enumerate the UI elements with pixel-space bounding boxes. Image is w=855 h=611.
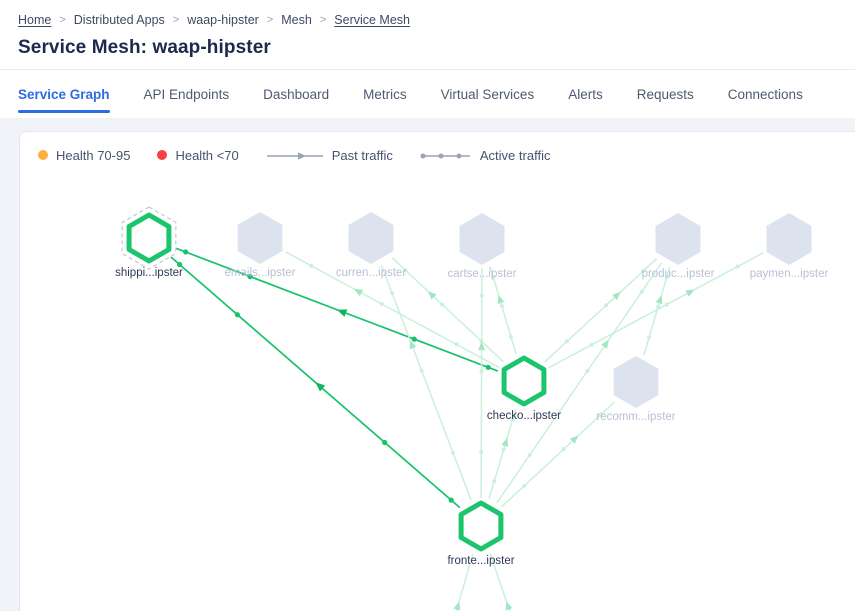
edge-checkout-email	[285, 251, 500, 369]
node-label-payment: paymen...ipster	[750, 268, 829, 280]
tab-metrics[interactable]: Metrics	[363, 87, 407, 102]
content-area: Health 70-95 Health <70 Past traffic Active…	[0, 118, 855, 611]
traffic-arrowhead-icon	[612, 291, 621, 301]
node-payment[interactable]: paymen...ipster	[750, 213, 829, 280]
breadcrumb: Home > Distributed Apps > waap-hipster > Mesh >…	[18, 11, 855, 29]
service-graph-panel: Health 70-95 Health <70 Past traffic Active…	[19, 131, 855, 611]
edge-recommendation-product	[643, 266, 671, 356]
legend-label: Active traffic	[479, 148, 551, 163]
edge-frontend-shipping	[170, 256, 461, 509]
legend-label: Health 70-95	[56, 148, 131, 163]
service-hexagon-icon	[458, 500, 504, 552]
node-label-product: produc...ipster	[642, 268, 715, 280]
traffic-arrowhead-icon	[453, 601, 461, 611]
breadcrumb-item-mesh: Mesh	[281, 13, 312, 27]
node-label-checkout: checko...ipster	[487, 410, 561, 422]
breadcrumb-separator: >	[172, 14, 180, 26]
page-title: Service Mesh: waap-hipster	[18, 37, 271, 58]
legend-item-active-traffic: Active traffic	[420, 148, 551, 163]
traffic-arrowhead-icon	[315, 382, 326, 392]
service-hexagon-icon	[655, 213, 701, 265]
graph-legend: Health 70-95 Health <70 Past traffic Active…	[38, 148, 550, 163]
legend-item-health-70-95: Health 70-95	[38, 148, 130, 163]
node-product[interactable]: produc...ipster	[642, 213, 715, 280]
node-label-email: emails...ipster	[225, 267, 296, 279]
breadcrumb-item-home[interactable]: Home	[18, 13, 52, 27]
breadcrumb-separator: >	[266, 14, 274, 26]
edge-checkout-payment	[548, 252, 764, 369]
edge-checkout-cart	[489, 266, 517, 355]
legend-label: Past traffic	[331, 148, 393, 163]
edge-offscreen-frontend	[453, 553, 474, 611]
traffic-arrowhead-icon	[427, 291, 437, 300]
health-dot-icon	[157, 148, 168, 163]
traffic-arrowhead-icon	[655, 295, 663, 305]
service-hexagon-icon	[766, 213, 812, 265]
traffic-arrowhead-icon	[501, 437, 509, 447]
edge-frontend-cart	[478, 267, 486, 499]
legend-item-health-70: Health <70	[157, 148, 239, 163]
edge-frontend-currency	[380, 264, 472, 501]
page-header: Home > Distributed Apps > waap-hipster > Mesh >…	[0, 0, 855, 70]
tab-connections[interactable]: Connections	[727, 87, 803, 102]
past-traffic-arrow-icon	[266, 151, 324, 161]
node-cart[interactable]: cartse...ipster	[447, 213, 517, 280]
edge-frontend-checkout	[488, 408, 517, 500]
active-traffic-dotted-icon	[420, 151, 472, 161]
service-hexagon-icon	[501, 355, 547, 407]
edge-checkout-product	[544, 258, 658, 363]
traffic-arrowhead-icon	[478, 341, 486, 351]
traffic-arrowhead-icon	[353, 288, 364, 297]
node-label-shipping: shippi...ipster	[115, 267, 183, 279]
breadcrumb-item-service-mesh[interactable]: Service Mesh	[334, 13, 411, 27]
node-checkout[interactable]: checko...ipster	[487, 355, 561, 422]
node-shipping[interactable]: shippi...ipster	[115, 206, 183, 279]
traffic-arrowhead-icon	[601, 339, 609, 349]
service-hexagon-icon	[348, 212, 394, 264]
node-email[interactable]: emails...ipster	[225, 212, 296, 279]
edge-offscreen-frontend	[489, 553, 513, 611]
service-hexagon-icon	[613, 356, 659, 408]
breadcrumb-item-distributed-apps: Distributed Apps	[73, 13, 165, 27]
tab-service-graph[interactable]: Service Graph	[18, 71, 110, 118]
edge-frontend-recommendation	[501, 401, 616, 508]
traffic-arrowhead-icon	[409, 340, 417, 350]
traffic-arrowhead-icon	[497, 294, 505, 304]
node-label-frontend: fronte...ipster	[447, 555, 514, 567]
edge-frontend-product	[496, 262, 663, 504]
breadcrumb-separator: >	[319, 14, 327, 26]
node-recommendation[interactable]: recomm...ipster	[596, 356, 676, 423]
tab-bar: Service Graph API Endpoints Dashboard Metri…	[0, 71, 855, 118]
edge-checkout-shipping	[175, 247, 499, 372]
tab-requests[interactable]: Requests	[636, 87, 694, 102]
health-dot-icon	[38, 148, 48, 163]
traffic-arrowhead-icon	[505, 601, 513, 611]
service-hexagon-icon	[126, 212, 172, 264]
node-frontend[interactable]: fronte...ipster	[447, 500, 515, 567]
legend-item-past-traffic: Past traffic	[266, 148, 393, 163]
node-label-cart: cartse...ipster	[447, 268, 516, 280]
traffic-arrowhead-icon	[337, 309, 348, 317]
node-selection-outline	[121, 206, 177, 270]
breadcrumb-item-waap-hipster: waap-hipster	[187, 13, 259, 27]
service-hexagon-icon	[459, 213, 505, 265]
service-graph-canvas[interactable]: shippi...ipster emails...ipster curren...i…	[20, 132, 855, 611]
node-label-recommendation: recomm...ipster	[596, 411, 675, 423]
node-currency[interactable]: curren...ipster	[336, 212, 406, 279]
traffic-arrowhead-icon	[685, 289, 695, 297]
node-label-currency: curren...ipster	[336, 267, 406, 279]
tab-virtual-services[interactable]: Virtual Services	[440, 87, 535, 102]
traffic-arrowhead-icon	[569, 435, 579, 444]
tab-dashboard[interactable]: Dashboard	[263, 87, 330, 102]
tab-api-endpoints[interactable]: API Endpoints	[143, 87, 230, 102]
tab-alerts[interactable]: Alerts	[568, 87, 603, 102]
breadcrumb-separator: >	[59, 14, 66, 26]
legend-label: Health <70	[175, 148, 239, 163]
service-hexagon-icon	[237, 212, 283, 264]
